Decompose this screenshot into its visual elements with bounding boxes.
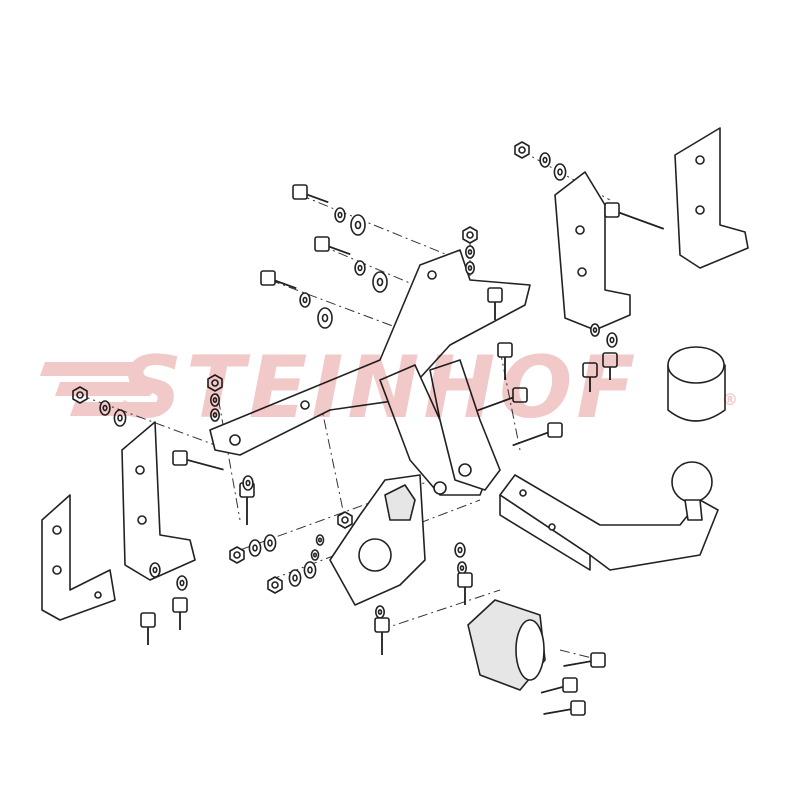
bolt-head xyxy=(140,612,156,628)
washer-hole xyxy=(179,579,185,587)
bolt-head xyxy=(487,287,503,303)
bolt-head xyxy=(604,202,620,218)
bolt-head xyxy=(374,617,390,633)
bolt-head xyxy=(457,572,473,588)
washer-hole xyxy=(152,566,158,574)
washer-hole xyxy=(267,539,273,547)
washer-hole xyxy=(609,336,615,344)
nut-hole xyxy=(271,581,279,589)
washer-hole xyxy=(245,479,251,487)
left-side-bracket xyxy=(121,421,196,581)
bolt-head xyxy=(547,422,563,438)
washer-hole xyxy=(457,546,463,554)
washer-hole xyxy=(321,313,329,323)
washer-hole xyxy=(212,412,218,418)
bolt-head xyxy=(172,450,188,466)
washer-hole xyxy=(557,168,563,176)
washer-hole xyxy=(467,265,473,271)
tow-ball-hitch-bar xyxy=(499,461,719,571)
nut-hole xyxy=(466,231,474,239)
center-side-plates xyxy=(379,359,501,496)
left-l-bracket xyxy=(41,494,116,621)
bolt-head xyxy=(260,270,276,286)
bolt-head xyxy=(570,700,586,716)
bolt-head xyxy=(314,236,330,252)
washer-hole xyxy=(307,566,313,574)
right-upper-bracket xyxy=(554,171,631,331)
washer-hole xyxy=(354,220,362,230)
washer-hole xyxy=(592,327,598,333)
washer-hole xyxy=(302,296,308,304)
nut-hole xyxy=(341,516,349,524)
bolt-head xyxy=(602,352,618,368)
washer-hole xyxy=(459,565,465,571)
washer-hole xyxy=(467,249,473,255)
watermark-brand: STEINHOF xyxy=(120,338,639,438)
washer-hole xyxy=(252,544,258,552)
washer-hole xyxy=(337,211,343,219)
bolt-shank xyxy=(611,209,664,230)
nut-hole xyxy=(233,551,241,559)
main-crossbar xyxy=(209,249,531,456)
washer-hole xyxy=(212,397,218,403)
bolt-head xyxy=(562,677,578,693)
right-l-bracket xyxy=(674,127,749,269)
steinhof-watermark: STEINHOF ® xyxy=(40,338,738,438)
watermark-stripe xyxy=(40,362,150,376)
washer-hole xyxy=(357,264,363,272)
bolt-head xyxy=(590,652,606,668)
bolt-head xyxy=(497,342,513,358)
washer-hole xyxy=(312,552,318,558)
nut-hole xyxy=(211,379,219,387)
bolt-head xyxy=(582,362,598,378)
watermark-stripe xyxy=(55,382,160,396)
electrical-socket xyxy=(467,599,546,691)
bolt-head xyxy=(292,184,308,200)
bolt-head xyxy=(512,387,528,403)
washer-hole xyxy=(542,156,548,164)
washer-hole xyxy=(376,277,384,287)
socket-plate xyxy=(329,474,426,606)
bolt-head xyxy=(172,597,188,613)
watermark-stripe xyxy=(70,402,170,416)
washer-hole xyxy=(317,537,323,543)
ball-cover xyxy=(667,346,726,422)
washer-hole xyxy=(292,574,298,582)
nut-hole xyxy=(518,146,526,154)
watermark-registered: ® xyxy=(722,390,738,409)
washer-hole xyxy=(377,609,383,615)
